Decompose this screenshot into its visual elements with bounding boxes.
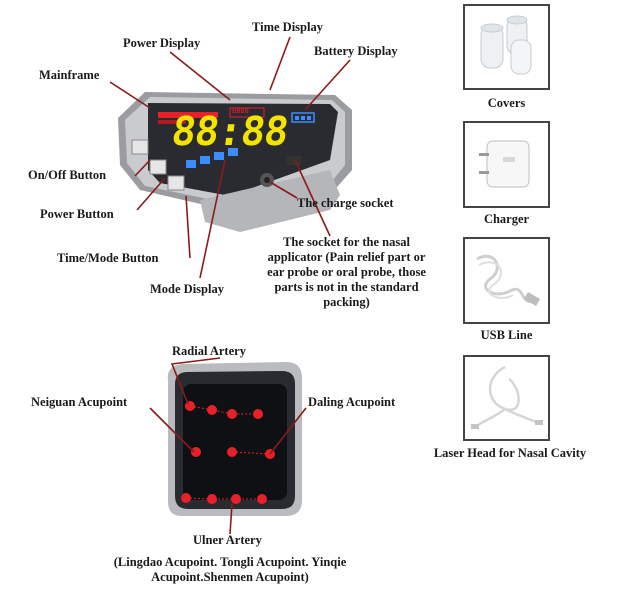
laser-head-caption: Laser Head for Nasal Cavity [433, 446, 587, 460]
leader-mainframe [109, 81, 151, 109]
laser-dot [227, 447, 237, 457]
laser-dot [207, 405, 217, 415]
usb-port [287, 156, 301, 165]
mainframe-device [118, 92, 352, 232]
battery-display-label: Battery Display [314, 44, 398, 58]
mode-icon-1 [186, 160, 196, 168]
time-mode-button-label: Time/Mode Button [57, 251, 159, 265]
leader-time-display [269, 36, 291, 91]
power-button-shape [149, 159, 167, 175]
usb-cable-icon [476, 255, 541, 306]
laser-dot [231, 494, 241, 504]
covers-caption: Covers [487, 96, 526, 110]
nasal-socket-note: The socket for the nasal applicator (Pai… [267, 235, 426, 309]
leader-radial-artery [170, 357, 221, 405]
indicator-box [229, 107, 265, 118]
laser-dot [257, 494, 267, 504]
power-display-bar [158, 112, 218, 118]
usb-line-caption: USB Line [480, 328, 533, 342]
leader-on-off [134, 159, 151, 177]
mode-icon-4 [228, 148, 238, 156]
charger-box [463, 121, 550, 208]
radial-artery-label: Radial Artery [172, 344, 246, 358]
leader-power-display [169, 51, 231, 101]
leader-nasal-socket [294, 159, 331, 237]
usb-line-box [463, 237, 550, 324]
mode-icon-2 [200, 156, 210, 164]
device-screen [158, 107, 315, 168]
laser-head-icon [471, 365, 543, 429]
on-off-button-shape [131, 139, 149, 155]
laser-dot [253, 409, 263, 419]
leader-ulner-artery [229, 503, 233, 535]
leader-battery-display [304, 59, 351, 111]
indicator-text: BBB8 [232, 107, 249, 115]
leader-charge-socket [269, 181, 298, 199]
laser-head-box [463, 355, 550, 441]
charger-caption: Charger [483, 212, 530, 226]
leader-daling [269, 407, 307, 455]
mode-display-label: Mode Display [150, 282, 224, 296]
battery-display-icon [291, 112, 315, 123]
covers-icon [480, 15, 532, 75]
leader-mode-display [199, 159, 226, 279]
mode-icon-3 [214, 152, 224, 160]
charge-socket-label: The charge socket [297, 196, 394, 210]
laser-dot [227, 409, 237, 419]
laser-dot [191, 447, 201, 457]
leader-time-mode [185, 195, 191, 259]
ulner-note: (Lingdao Acupoint. Tongli Acupoint. Yinq… [113, 555, 347, 584]
daling-label: Daling Acupoint [308, 395, 396, 409]
covers-box [463, 4, 550, 90]
charger-icon [479, 140, 530, 188]
power-button-label: Power Button [40, 207, 114, 221]
ulner-artery-label: Ulner Artery [193, 533, 262, 547]
power-display-label: Power Display [123, 36, 201, 50]
leader-neiguan [149, 407, 195, 453]
laser-dot [181, 493, 191, 503]
time-display-label: Time Display [252, 20, 323, 34]
laser-dot [207, 494, 217, 504]
leader-power-button [136, 177, 166, 211]
neiguan-label: Neiguan Acupoint [31, 395, 128, 409]
mainframe-label: Mainframe [39, 68, 100, 82]
on-off-button-label: On/Off Button [28, 168, 107, 182]
time-mode-button-shape [167, 175, 185, 191]
